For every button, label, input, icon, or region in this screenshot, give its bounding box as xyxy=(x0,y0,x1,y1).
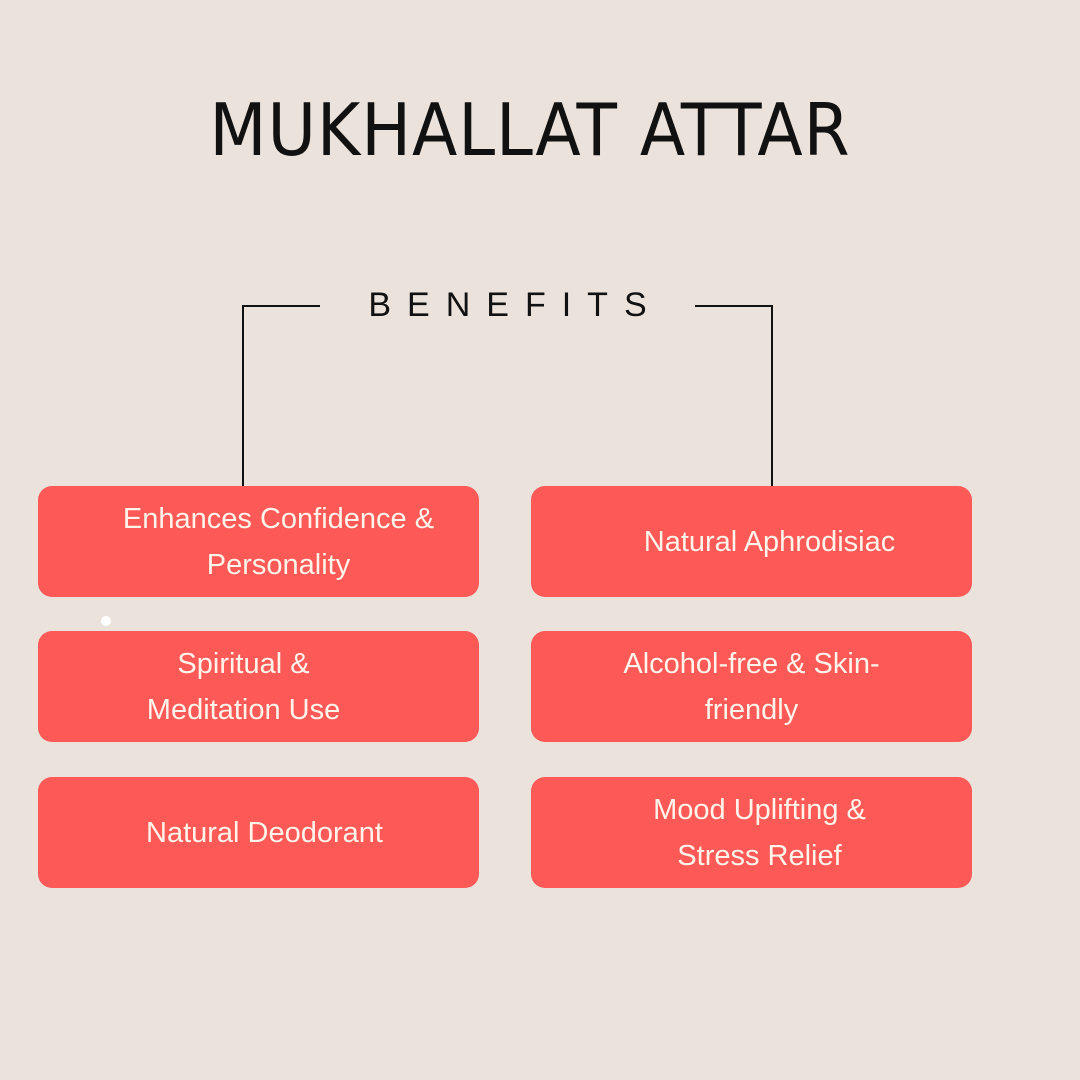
benefit-box: Enhances Confidence & Personality xyxy=(38,486,479,597)
benefit-box: Natural Deodorant xyxy=(38,777,479,888)
page-title: MUKHALLAT ATTAR xyxy=(209,88,851,172)
benefit-line: Spiritual & xyxy=(177,647,310,680)
benefit-line: Mood Uplifting & xyxy=(653,793,866,826)
benefit-box: Alcohol-free & Skin-friendly xyxy=(531,631,972,742)
benefit-line: Meditation Use xyxy=(146,693,341,726)
benefit-box: Mood Uplifting & Stress Relief xyxy=(531,777,972,888)
benefit-line: Stress Relief xyxy=(677,839,842,872)
benefit-line: Personality xyxy=(206,548,351,581)
connector-left-vertical xyxy=(242,305,244,486)
connector-left-horizontal xyxy=(243,305,320,307)
connector-right-horizontal xyxy=(695,305,773,307)
decorative-dot xyxy=(101,616,111,626)
benefit-line: Natural Aphrodisiac xyxy=(643,525,896,558)
benefit-line: Enhances Confidence & xyxy=(122,502,435,535)
benefit-line: Alcohol-free & Skin- xyxy=(623,647,880,680)
section-heading: BENEFITS xyxy=(368,286,663,324)
benefit-line: Natural Deodorant xyxy=(146,816,383,849)
benefit-line: friendly xyxy=(704,693,799,726)
connector-right-vertical xyxy=(771,305,773,486)
benefit-box: Spiritual & Meditation Use xyxy=(38,631,479,742)
benefit-box: Natural Aphrodisiac xyxy=(531,486,972,597)
